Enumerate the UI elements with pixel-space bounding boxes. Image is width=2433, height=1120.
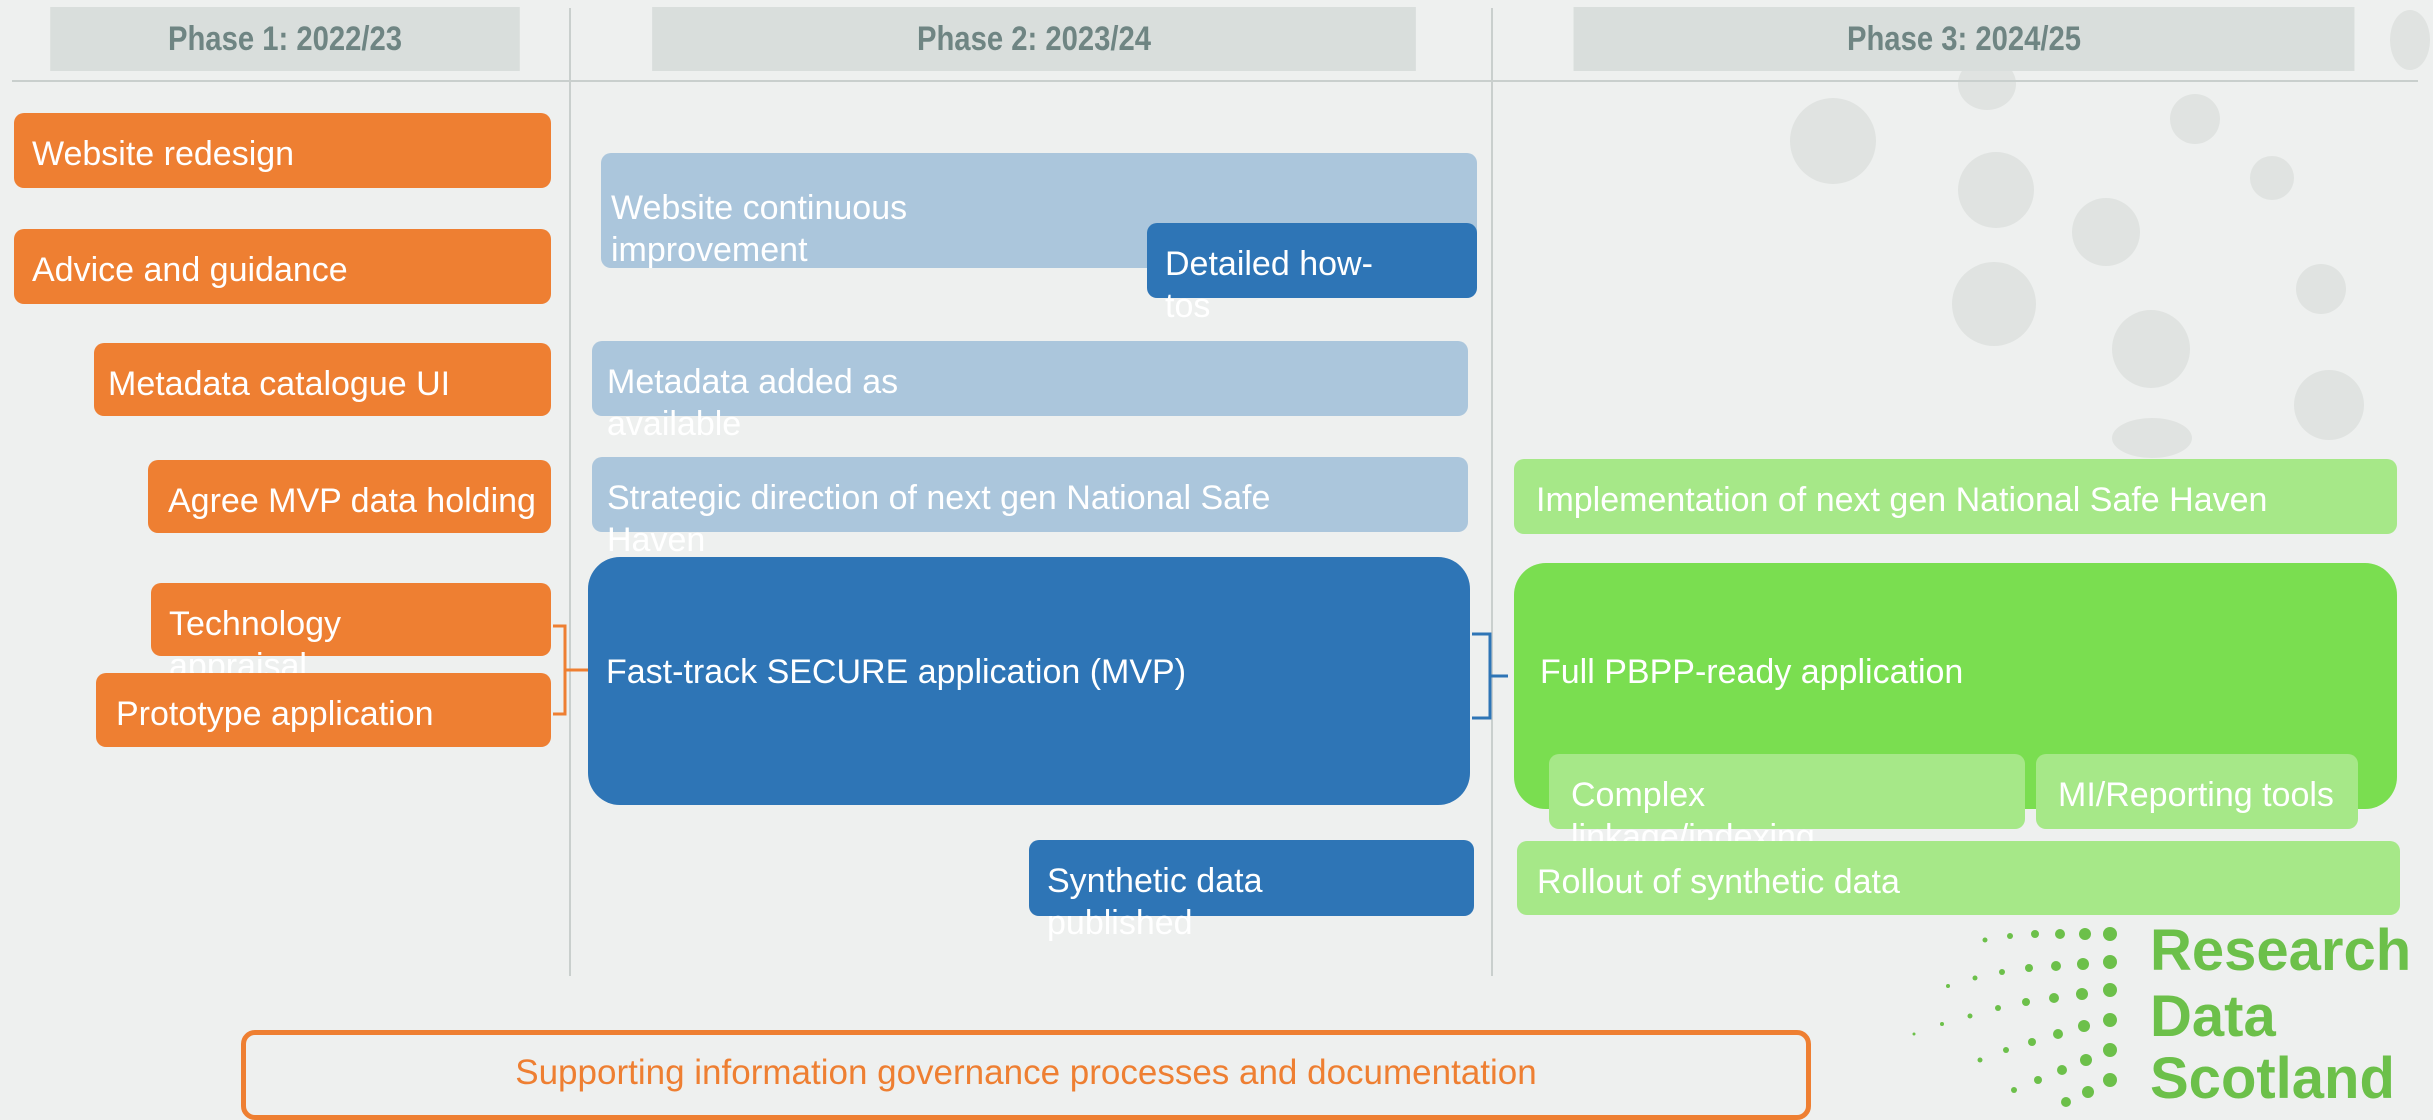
logo-scotland: Scotland <box>2150 1046 2395 1111</box>
phase1-to-phase2-bracket <box>553 624 589 716</box>
rollout-synthetic-label: Rollout of synthetic data <box>1537 863 1900 901</box>
phase2-to-phase3-bracket <box>1472 632 1508 720</box>
metadata-catalogue-label: Metadata catalogue UI <box>108 365 451 403</box>
agree-mvp-box: Agree MVP data holding <box>148 460 551 533</box>
prototype-application-box: Prototype application <box>96 673 551 747</box>
synthetic-published-box: Synthetic data published <box>1029 840 1474 942</box>
research-data-scotland-logo-dots <box>1912 927 2117 1107</box>
detailed-howtos-label: Detailed how-tos <box>1165 245 1373 325</box>
implementation-label: Implementation of next gen National Safe… <box>1536 481 2268 519</box>
prototype-application-label: Prototype application <box>116 695 434 733</box>
phase-3-header: Phase 3: 2024/25 <box>1573 7 2355 71</box>
strategic-direction-box: Strategic direction of next gen National… <box>592 457 1468 559</box>
mi-reporting-label: MI/Reporting tools <box>2058 776 2334 814</box>
fast-track-label: Fast-track SECURE application (MVP) <box>606 653 1187 691</box>
advice-guidance-box: Advice and guidance <box>14 229 551 304</box>
website-continuous-label: Website continuous improvement <box>611 189 908 269</box>
metadata-added-box: Metadata added as available <box>592 341 1468 443</box>
mi-reporting-box: MI/Reporting tools <box>2036 754 2358 829</box>
metadata-catalogue-box: Metadata catalogue UI <box>94 343 551 416</box>
synthetic-published-label: Synthetic data published <box>1047 862 1263 942</box>
logo-research: Research <box>2150 918 2412 983</box>
full-pbpp-label: Full PBPP-ready application <box>1540 653 1964 691</box>
phase-divider-1 <box>569 8 571 976</box>
fast-track-box: Fast-track SECURE application (MVP) <box>588 557 1470 805</box>
governance-label: Supporting information governance proces… <box>515 1053 1537 1092</box>
logo-data: Data <box>2150 984 2276 1049</box>
strategic-direction-label: Strategic direction of next gen National… <box>607 479 1271 559</box>
header-divider <box>12 80 2418 82</box>
detailed-howtos-box: Detailed how-tos <box>1147 223 1477 325</box>
phase-divider-2 <box>1491 8 1493 976</box>
advice-guidance-label: Advice and guidance <box>32 251 348 289</box>
phase-1-header: Phase 1: 2022/23 <box>50 7 520 71</box>
technology-appraisal-box: Technology appraisal <box>151 583 551 685</box>
phase-2-header: Phase 2: 2023/24 <box>652 7 1416 71</box>
implementation-box: Implementation of next gen National Safe… <box>1514 459 2397 534</box>
agree-mvp-label: Agree MVP data holding <box>168 482 536 520</box>
complex-linkage-box: Complex linkage/indexing <box>1549 754 2025 856</box>
website-redesign-box: Website redesign <box>14 113 551 188</box>
rollout-synthetic-box: Rollout of synthetic data <box>1517 841 2400 915</box>
metadata-added-label: Metadata added as available <box>607 363 899 443</box>
website-redesign-label: Website redesign <box>32 135 295 173</box>
